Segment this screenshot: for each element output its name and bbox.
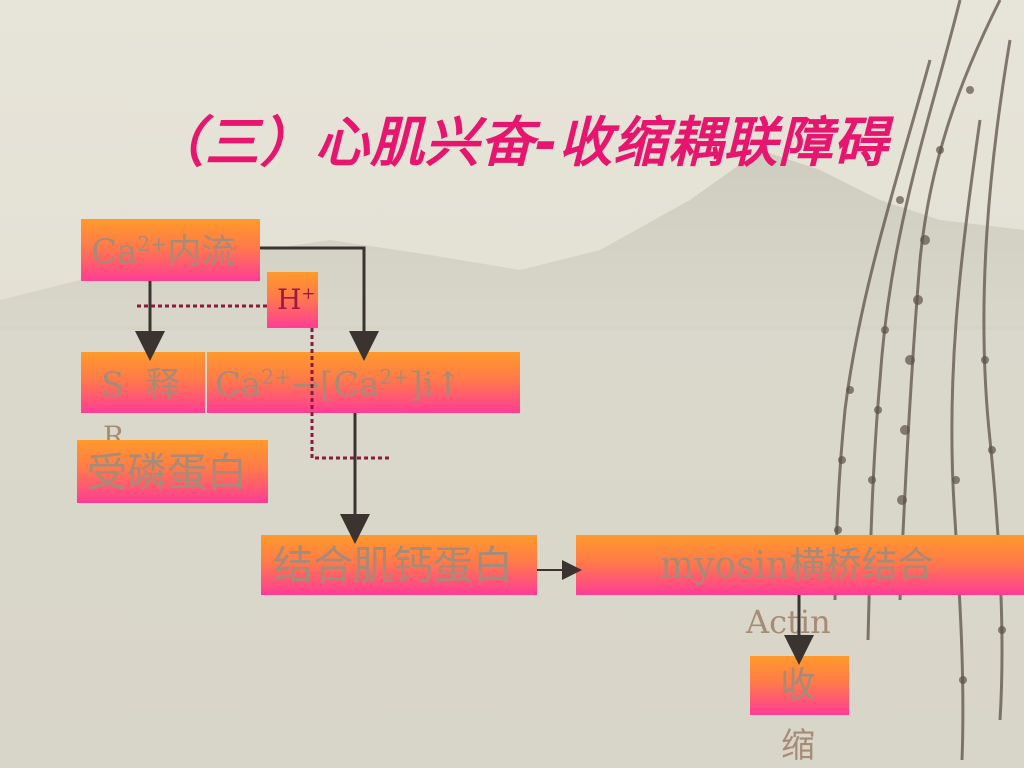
myosin-box: myosin横桥结合 — [576, 535, 1024, 595]
phospholamban-box: 受磷蛋白 — [77, 440, 268, 503]
ca-influx-box: Ca2+内流 — [81, 219, 260, 281]
ca-influx-label: Ca2+内流 — [91, 231, 236, 272]
troponin-label: 结合肌钙蛋白 — [273, 543, 513, 589]
contraction-label-top: 收 — [780, 665, 817, 706]
sr-release-label: S 释 — [101, 365, 180, 405]
h-ion-label: H+ — [277, 282, 316, 316]
h-ion-box: H+ — [267, 272, 318, 328]
ca-increase-label: Ca2+→[Ca2+]i↑ — [215, 364, 463, 405]
phospholamban-label: 受磷蛋白 — [87, 450, 247, 496]
actin-label: Actin — [746, 603, 831, 641]
sr-release-box: S 释 — [81, 352, 205, 413]
slide-title: （三）心肌兴奋-收缩耦联障碍 — [150, 111, 889, 174]
ca-increase-box: Ca2+→[Ca2+]i↑ — [207, 352, 520, 413]
myosin-label: myosin横桥结合 — [660, 545, 934, 586]
contraction-label-bottom: 缩 — [781, 726, 815, 766]
contraction-box: 收 — [750, 656, 849, 715]
troponin-box: 结合肌钙蛋白 — [261, 535, 537, 595]
